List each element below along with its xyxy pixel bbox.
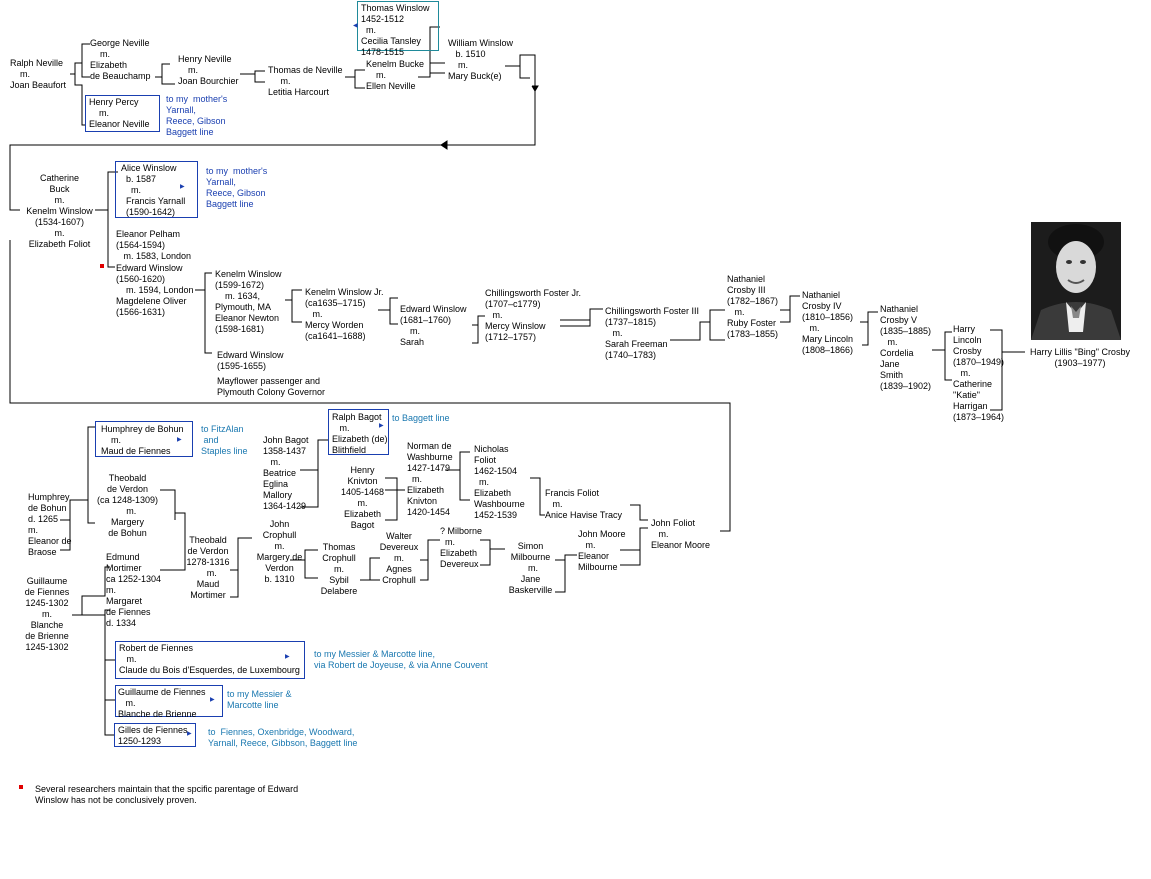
- person-bing-crosby: Harry Lillis "Bing" Crosby (1903–1977): [1030, 347, 1130, 368]
- person-gilles-de-fiennes: Gilles de Fiennes 1250-1293: [118, 725, 188, 746]
- link-mother-line-2[interactable]: to my mother's Yarnall, Reece, Gibson Ba…: [206, 166, 268, 209]
- person-edward-winslow-1560: Edward Winslow (1560-1620) m. 1594, Lond…: [116, 263, 194, 317]
- person-john-bagot: John Bagot 1358-1437 m. Beatrice Eglina …: [263, 435, 309, 511]
- person-henry-knivton: Henry Knivton 1405-1468 m. Elizabeth Bag…: [340, 465, 385, 530]
- box-thomas-winslow[interactable]: [357, 1, 439, 51]
- person-simon-milbourne: Simon Milbourne m. Jane Baskerville: [508, 541, 553, 595]
- link-fitzalan[interactable]: to FitzAlan and Staples line: [201, 424, 248, 456]
- person-norman-de-washburne: Norman de Washburne 1427-1479 m. Elizabe…: [407, 441, 453, 517]
- arrow-right-icon: ▶: [379, 423, 384, 429]
- arrow-left-icon: ◀: [353, 23, 358, 29]
- person-kenelm-bucke: Kenelm Bucke m. Ellen Neville: [366, 59, 425, 91]
- person-guillaume-de-fiennes-blanche: Guillaume de Fiennes m. Blanche de Brien…: [118, 687, 206, 719]
- person-kenelm-winslow-jr: Kenelm Winslow Jr. (ca1635–1715) m. Merc…: [305, 287, 384, 341]
- person-kenelm-winslow-1534: Catherine Buck m. Kenelm Winslow (1534-1…: [26, 173, 93, 249]
- link-fiennes[interactable]: to Fiennes, Oxenbridge, Woodward, Yarnal…: [208, 727, 358, 748]
- footnote-marker-icon: [100, 264, 104, 268]
- person-eleanor-pelham: Eleanor Pelham (1564-1594) m. 1583, Lond…: [116, 229, 192, 261]
- portrait-photo-icon: [1031, 222, 1121, 340]
- arrow-right-icon: ▶: [177, 437, 182, 443]
- person-francis-foliot: Francis Foliot m. Anice Havise Tracy: [545, 488, 623, 520]
- footnote-marker-icon: [19, 785, 23, 789]
- arrow-right-icon: ▶: [210, 697, 215, 703]
- person-ralph-neville: Ralph Neville m. Joan Beaufort: [10, 58, 67, 90]
- person-theobald-verdon-1: Theobald de Verdon (ca 1248-1309) m. Mar…: [96, 473, 159, 538]
- arrow-right-icon: ▶: [187, 731, 192, 737]
- link-mother-line-1[interactable]: to my mother's Yarnall, Reece, Gibson Ba…: [166, 94, 228, 137]
- person-john-moore: John Moore m. Eleanor Milbourne: [578, 529, 626, 572]
- person-john-foliot: John Foliot m. Eleanor Moore: [651, 518, 711, 550]
- person-chillingsworth-foster-jr: Chillingsworth Foster Jr. (1707–c1779) m…: [485, 288, 582, 342]
- person-william-winslow: William Winslow b. 1510 m. Mary Buck(e): [448, 38, 513, 81]
- box-guillaume-de-fiennes[interactable]: [115, 685, 223, 717]
- box-robert-de-fiennes[interactable]: [115, 641, 305, 679]
- person-humphrey-de-bohun-1265: Humphrey de Bohun d. 1265 m. Eleanor de …: [28, 492, 72, 557]
- person-edward-winslow-1595: Edward Winslow (1595-1655): [217, 350, 284, 371]
- person-edward-winslow-1681: Edward Winslow (1681–1760) m. Sarah: [400, 304, 467, 347]
- person-nathaniel-crosby-iii: Nathaniel Crosby III (1782–1867) m. Ruby…: [727, 274, 779, 339]
- person-kenelm-winslow-1599: Kenelm Winslow (1599-1672) m. 1634, Plym…: [215, 269, 282, 334]
- person-george-neville: George Neville m. Elizabeth de Beauchamp: [90, 38, 151, 81]
- person-robert-de-fiennes: Robert de Fiennes m. Claude du Bois d'Es…: [119, 643, 300, 675]
- person-milborne: ? Milborne m. Elizabeth Devereux: [440, 526, 483, 569]
- link-messier-2[interactable]: to my Messier & Marcotte line: [227, 689, 292, 710]
- person-ralph-bagot: Ralph Bagot m. Elizabeth (de) Blithfield: [332, 412, 388, 455]
- person-nathaniel-crosby-iv: Nathaniel Crosby IV (1810–1856) m. Mary …: [802, 290, 854, 355]
- person-chillingsworth-foster-iii: Chillingsworth Foster III (1737–1815) m.…: [605, 306, 700, 360]
- person-humphrey-de-bohun-top: Humphrey de Bohun m. Maud de Fiennes: [101, 424, 184, 456]
- person-walter-devereux: Walter Devereux m. Agnes Crophull: [379, 531, 419, 585]
- mayflower-note: Mayflower passenger and Plymouth Colony …: [217, 376, 326, 397]
- box-ralph-bagot[interactable]: [328, 409, 389, 455]
- person-theobald-verdon-2: Theobald de Verdon 1278-1316 m. Maud Mor…: [186, 535, 230, 600]
- link-baggett[interactable]: to Baggett line: [392, 413, 450, 423]
- person-henry-percy: Henry Percy m. Eleanor Neville: [89, 97, 150, 129]
- arrow-right-icon: ▶: [285, 654, 290, 660]
- person-thomas-winslow: Thomas Winslow 1452-1512 m. Cecilia Tans…: [361, 3, 430, 57]
- box-humphrey-de-bohun[interactable]: [95, 421, 193, 457]
- person-alice-winslow: Alice Winslow b. 1587 m. Francis Yarnall…: [121, 163, 186, 217]
- person-nicholas-foliot: Nicholas Foliot 1462-1504 m. Elizabeth W…: [474, 444, 525, 520]
- footnote-text: Several researchers maintain that the sp…: [35, 784, 299, 805]
- person-john-crophull: John Crophull m. Margery de Verdon b. 13…: [256, 519, 303, 584]
- person-henry-neville: Henry Neville m. Joan Bourchier: [178, 54, 239, 86]
- box-alice-winslow[interactable]: [115, 161, 198, 218]
- box-henry-percy[interactable]: [85, 95, 160, 132]
- box-gilles-de-fiennes[interactable]: [114, 723, 196, 747]
- person-nathaniel-crosby-v: Nathaniel Crosby V (1835–1885) m. Cordel…: [880, 304, 932, 391]
- person-guillaume-de-fiennes-1245: Guillaume de Fiennes 1245-1302 m. Blanch…: [24, 576, 70, 652]
- person-thomas-crophull: Thomas Crophull m. Sybil Delabere: [320, 542, 358, 596]
- person-edmund-mortimer: Edmund Mortimer ca 1252-1304 m. Margaret…: [106, 552, 162, 628]
- person-harry-lincoln-crosby: Harry Lincoln Crosby (1870–1949) m. Cath…: [953, 324, 1005, 422]
- link-messier-1[interactable]: to my Messier & Marcotte line, via Rober…: [314, 649, 488, 670]
- arrow-right-icon: ▶: [180, 184, 185, 190]
- person-thomas-de-neville: Thomas de Neville m. Letitia Harcourt: [268, 65, 343, 97]
